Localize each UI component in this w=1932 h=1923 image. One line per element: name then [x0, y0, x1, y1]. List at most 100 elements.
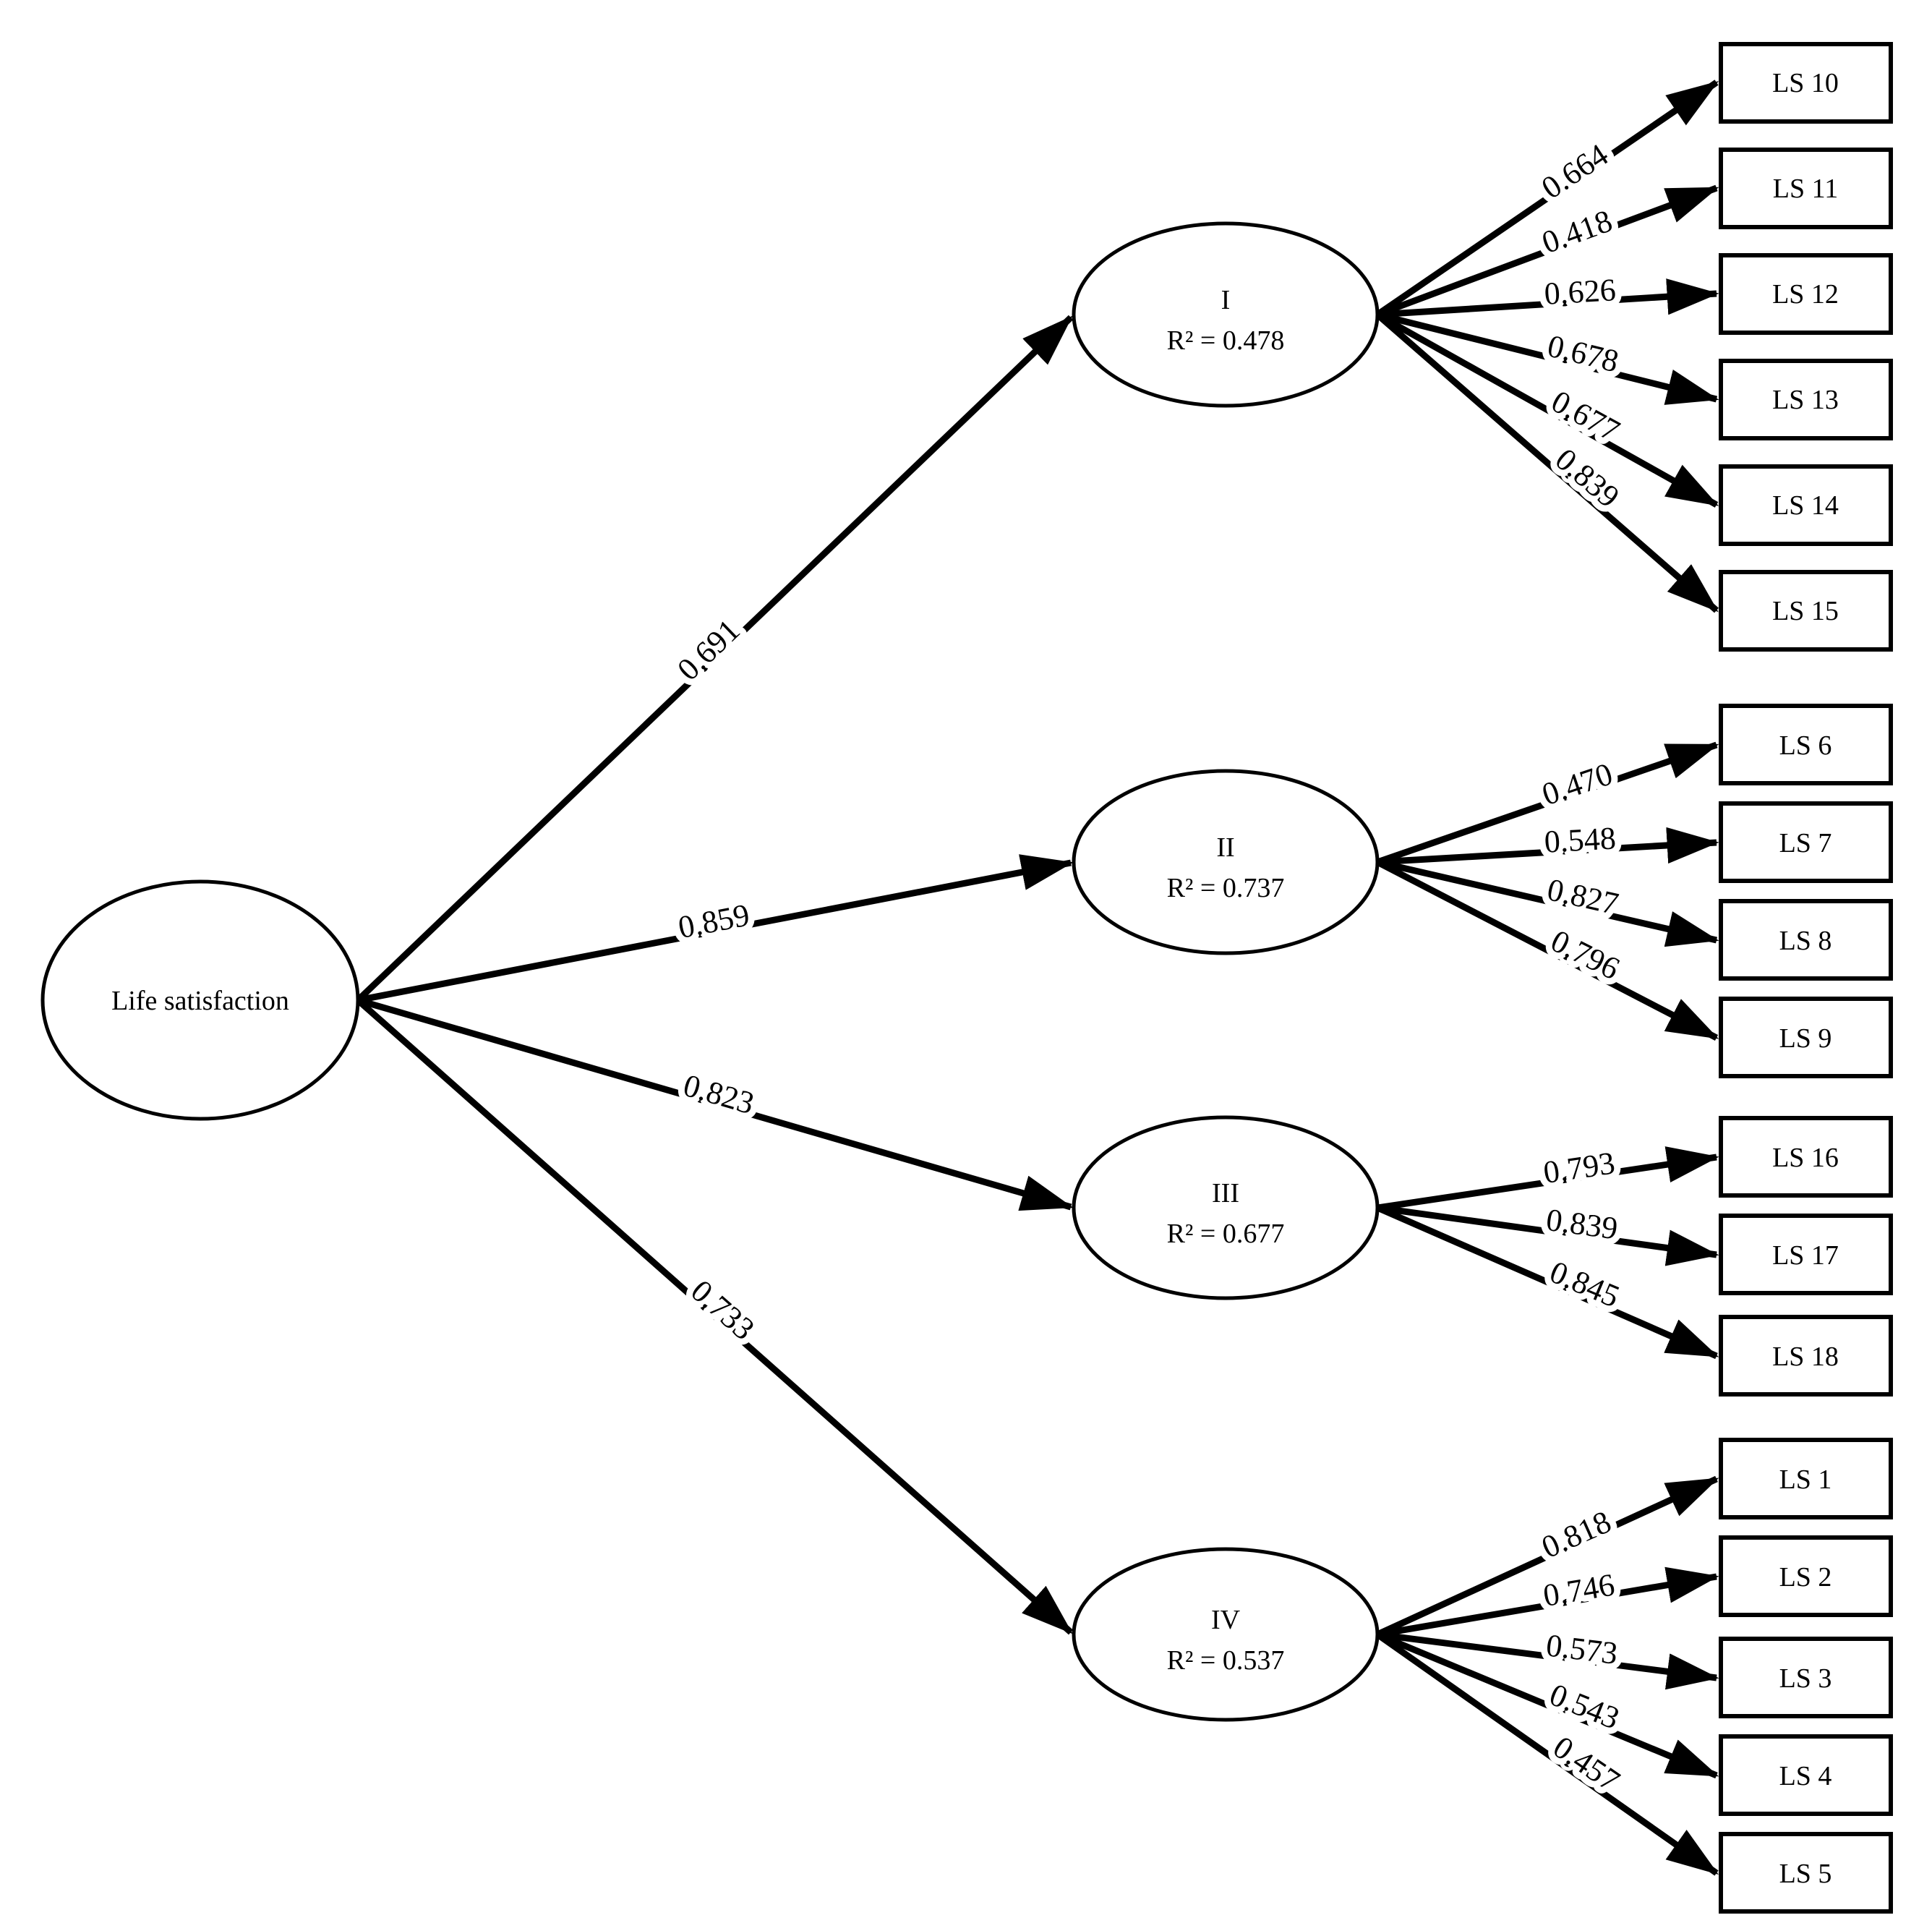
indicator-box-ls2	[1719, 1535, 1893, 1617]
indicator-box-ls1	[1719, 1438, 1893, 1519]
indicator-label-ls14: LS 14	[1772, 490, 1839, 521]
indicator-label-ls16: LS 16	[1772, 1143, 1839, 1173]
loading-value-f3-ls17: 0.839	[1544, 1202, 1620, 1247]
indicator-box-ls9	[1719, 997, 1893, 1078]
loading-line-f2-ls9	[1375, 859, 1719, 1041]
indicator-label-ls1: LS 1	[1779, 1464, 1832, 1495]
factor-4-ellipse	[1072, 1547, 1380, 1722]
indicator-label-ls17: LS 17	[1772, 1240, 1839, 1271]
indicator-label-ls13: LS 13	[1772, 385, 1839, 415]
indicator-label-ls18: LS 18	[1772, 1342, 1839, 1372]
loading-value-f2-ls7: 0.548	[1543, 820, 1617, 859]
indicator-label-ls3: LS 3	[1779, 1663, 1832, 1694]
indicator-label-ls5: LS 5	[1779, 1859, 1832, 1889]
loading-value-f2-ls9: 0.796	[1545, 923, 1625, 986]
path-line-latent-to-factor-4	[356, 997, 1073, 1635]
loading-line-f4-ls5	[1375, 1632, 1719, 1876]
indicator-box-ls10	[1719, 42, 1893, 124]
indicator-label-ls8: LS 8	[1779, 926, 1832, 956]
indicator-label-ls2: LS 2	[1779, 1562, 1832, 1592]
indicator-label-ls4: LS 4	[1779, 1761, 1832, 1791]
indicator-label-ls6: LS 6	[1779, 730, 1832, 761]
latent-node: Life satisfaction	[40, 879, 360, 1121]
loading-value-f1-ls15: 0.839	[1549, 441, 1626, 514]
loading-value-f2-ls8: 0.827	[1544, 871, 1622, 921]
indicator-label-ls10: LS 10	[1772, 68, 1839, 98]
loading-value-f1-ls10: 0.664	[1535, 137, 1615, 206]
loading-value-f2-ls6: 0.470	[1538, 756, 1617, 812]
loading-line-f3-ls16	[1377, 1146, 1719, 1211]
factor-2-numeral: II	[1216, 832, 1234, 863]
loading-value-f4-ls5: 0.457	[1547, 1729, 1625, 1799]
loading-line-f2-ls8	[1376, 858, 1719, 947]
indicator-box-ls15	[1719, 570, 1893, 652]
loading-line-f2-ls7	[1377, 827, 1719, 866]
loading-paths	[1375, 80, 1719, 1876]
factor-3-numeral: III	[1212, 1178, 1239, 1208]
indicator-label-ls15: LS 15	[1772, 596, 1839, 626]
factor-2-ellipse	[1072, 769, 1380, 955]
factor-1-ellipse	[1072, 221, 1380, 408]
loading-value-f1-ls11: 0.418	[1537, 203, 1617, 261]
factor-1-r2: R² = 0.478	[1167, 325, 1285, 356]
loading-value-f1-ls12: 0.626	[1543, 272, 1617, 312]
indicator-box-ls17	[1719, 1214, 1893, 1295]
loading-labels: 0.664 0.418 0.626 0.678 0.677 0.839 0.47…	[1529, 130, 1633, 1805]
indicator-box-ls7	[1719, 801, 1893, 883]
loading-value-f1-ls13: 0.678	[1544, 328, 1623, 379]
structural-paths: 0.691 0.859 0.823 0.733	[355, 315, 1074, 1635]
loading-line-f1-ls13	[1376, 311, 1719, 405]
loading-value-f4-ls1: 0.818	[1536, 1504, 1616, 1565]
path-coefficient-factor-3: 0.823	[680, 1067, 758, 1122]
loading-line-f4-ls1	[1376, 1475, 1719, 1638]
factor-4-r2: R² = 0.537	[1167, 1645, 1285, 1676]
indicator-nodes: LS 10 LS 11 LS 12 LS 13 LS 14 LS 15 LS 6…	[1719, 42, 1893, 1914]
indicator-box-ls6	[1719, 704, 1893, 785]
indicator-box-ls12	[1719, 253, 1893, 335]
factor-3-ellipse	[1072, 1115, 1380, 1300]
indicator-box-ls18	[1719, 1315, 1893, 1397]
indicator-label-ls7: LS 7	[1779, 828, 1832, 858]
loading-line-f4-ls3	[1377, 1631, 1719, 1690]
indicator-box-ls4	[1719, 1734, 1893, 1816]
loading-value-f3-ls18: 0.845	[1545, 1254, 1625, 1315]
loading-line-f1-ls10	[1375, 80, 1719, 317]
loading-value-f4-ls4: 0.543	[1544, 1676, 1624, 1736]
loading-line-f1-ls11	[1376, 184, 1719, 318]
loading-line-f1-ls15	[1375, 312, 1719, 613]
indicator-label-ls12: LS 12	[1772, 279, 1839, 310]
path-line-latent-to-factor-1	[355, 315, 1074, 1003]
path-coefficient-factor-4: 0.733	[684, 1273, 761, 1347]
latent-life-satisfaction-ellipse	[40, 879, 360, 1121]
loading-line-f2-ls6	[1376, 741, 1719, 866]
path-coefficient-factor-2: 0.859	[675, 897, 752, 945]
indicator-label-ls9: LS 9	[1779, 1023, 1832, 1054]
indicator-box-ls5	[1719, 1832, 1893, 1914]
path-coefficient-factor-1: 0.691	[670, 613, 746, 688]
loading-value-f1-ls14: 0.677	[1546, 383, 1625, 448]
indicator-box-ls16	[1719, 1116, 1893, 1198]
loading-value-f4-ls3: 0.573	[1544, 1627, 1620, 1671]
indicator-box-ls14	[1719, 464, 1893, 546]
factor-3-r2: R² = 0.677	[1167, 1219, 1285, 1249]
indicator-box-ls3	[1719, 1637, 1893, 1718]
loading-line-f4-ls4	[1376, 1631, 1719, 1779]
latent-life-satisfaction-label: Life satisfaction	[111, 986, 289, 1016]
loading-line-f1-ls14	[1375, 312, 1719, 508]
loading-line-f3-ls17	[1377, 1204, 1719, 1266]
loading-line-f3-ls18	[1376, 1204, 1719, 1360]
loading-value-f3-ls16: 0.793	[1541, 1145, 1617, 1190]
indicator-box-ls13	[1719, 359, 1893, 440]
indicator-box-ls11	[1719, 148, 1893, 229]
loading-line-f1-ls12	[1377, 278, 1719, 318]
loading-value-f4-ls2: 0.746	[1541, 1566, 1617, 1613]
indicator-box-ls8	[1719, 899, 1893, 981]
indicator-label-ls11: LS 11	[1773, 174, 1838, 204]
factor-nodes: I R² = 0.478 II R² = 0.737 III R² = 0.67…	[1072, 221, 1380, 1722]
factor-2-r2: R² = 0.737	[1167, 873, 1285, 903]
factor-4-numeral: IV	[1211, 1605, 1241, 1635]
factor-1-numeral: I	[1221, 285, 1231, 315]
path-line-latent-to-factor-3	[356, 997, 1074, 1211]
